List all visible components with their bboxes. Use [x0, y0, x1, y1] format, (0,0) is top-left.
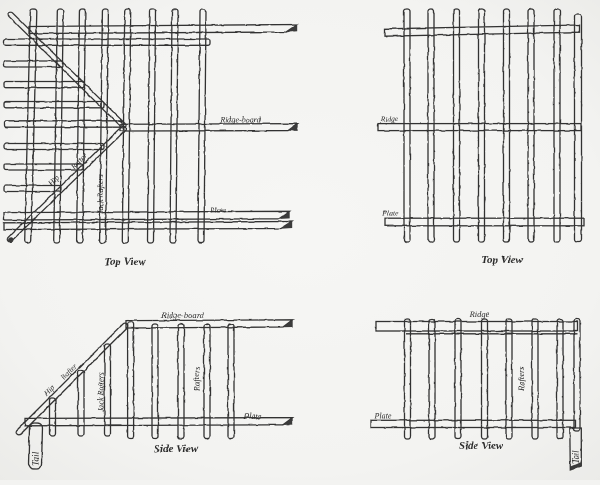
svg-text:Side View: Side View [154, 443, 199, 455]
svg-text:Ridge-board: Ridge-board [219, 116, 261, 125]
svg-text:Rafters: Rafters [516, 366, 526, 392]
svg-text:Ridge: Ridge [469, 309, 490, 319]
svg-text:Rafters: Rafters [192, 366, 202, 392]
svg-text:Ridge: Ridge [380, 115, 399, 124]
svg-text:Plate: Plate [209, 206, 226, 215]
svg-text:Plate: Plate [374, 412, 392, 421]
svg-text:Tail: Tail [32, 451, 42, 466]
svg-text:Tail: Tail [571, 450, 581, 464]
svg-text:Plate: Plate [243, 411, 262, 421]
svg-text:Plate: Plate [381, 209, 398, 218]
svg-text:Top View: Top View [481, 254, 523, 266]
svg-text:Jack Rafters: Jack Rafters [96, 174, 105, 214]
svg-text:Top View: Top View [104, 256, 146, 268]
svg-text:Ridge-board: Ridge-board [160, 310, 204, 320]
svg-text:Jack Rafters: Jack Rafters [97, 372, 106, 412]
svg-text:Side View: Side View [459, 440, 504, 452]
